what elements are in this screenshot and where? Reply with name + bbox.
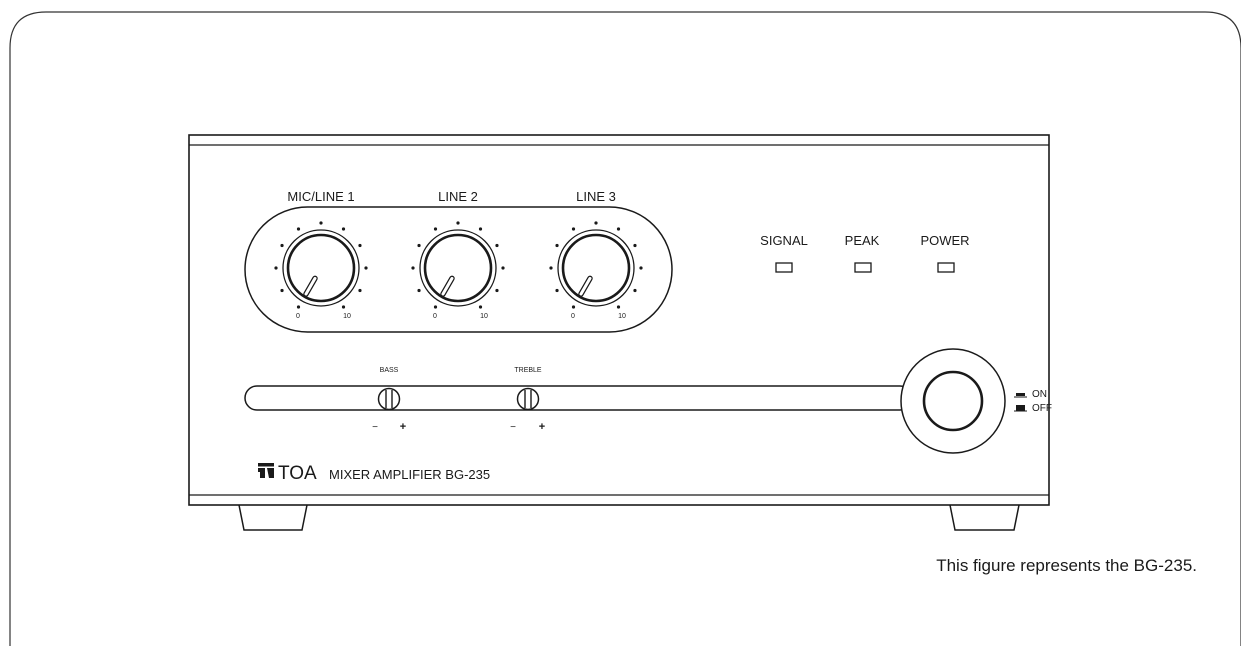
- scale-dot: [456, 221, 460, 225]
- toa-logo-icon: [258, 463, 274, 478]
- tone-control-panel: [244, 385, 913, 411]
- scale-dot: [495, 243, 499, 248]
- scale-dot: [633, 243, 637, 248]
- scale-dot: [433, 305, 438, 309]
- knob-pointer-inner: [441, 276, 454, 296]
- signal-led: [775, 262, 793, 273]
- treble-minus-label: −: [510, 422, 516, 433]
- scale-dot: [495, 288, 499, 293]
- right-foot: [949, 504, 1020, 531]
- power-led: [937, 262, 955, 273]
- scale-dot: [319, 221, 323, 225]
- on-position-icon: [1014, 393, 1027, 398]
- scale-dot: [296, 227, 301, 231]
- scale-dot: [358, 243, 362, 248]
- scale-dot: [555, 288, 559, 293]
- figure-frame: [9, 11, 1241, 646]
- volume-knob-panel: [244, 206, 673, 333]
- channel-label-2: LINE 2: [438, 189, 478, 204]
- scale-dot: [571, 305, 576, 309]
- scale-max-label: 10: [618, 313, 626, 320]
- knob-pointer-inner: [304, 276, 317, 296]
- scale-min-label: 0: [433, 313, 437, 320]
- scale-dot: [501, 266, 505, 270]
- treble-plus-label: +: [539, 421, 545, 433]
- power-switch-button[interactable]: [922, 370, 984, 432]
- knob-cap: [561, 233, 631, 303]
- scale-dot: [417, 288, 421, 293]
- off-label: OFF: [1032, 403, 1052, 414]
- scale-dot: [478, 305, 483, 309]
- knob-cap: [423, 233, 493, 303]
- scale-dot: [639, 266, 643, 270]
- scale-dot: [417, 243, 421, 248]
- scale-dot: [296, 305, 301, 309]
- left-foot: [238, 504, 308, 531]
- scale-max-label: 10: [480, 313, 488, 320]
- power-indicator-label: POWER: [920, 233, 969, 248]
- scale-dot: [555, 243, 559, 248]
- peak-indicator-label: PEAK: [845, 233, 880, 248]
- scale-max-label: 10: [343, 313, 351, 320]
- bass-plus-label: +: [400, 421, 406, 433]
- scale-dot: [358, 288, 362, 293]
- volume-knobs: 0 10 0 10 0 10: [274, 221, 643, 320]
- peak-led: [854, 262, 872, 273]
- bass-label: BASS: [380, 367, 399, 374]
- model-name: MIXER AMPLIFIER BG-235: [329, 467, 490, 482]
- channel-label-3: LINE 3: [576, 189, 616, 204]
- volume-knob-2[interactable]: 0 10: [411, 221, 505, 320]
- figure-caption: This figure represents the BG-235.: [936, 556, 1197, 575]
- on-label: ON: [1032, 389, 1047, 400]
- scale-dot: [594, 221, 598, 225]
- scale-dot: [274, 266, 278, 270]
- scale-min-label: 0: [571, 313, 575, 320]
- scale-dot: [341, 227, 346, 231]
- scale-dot: [616, 305, 621, 309]
- scale-dot: [433, 227, 438, 231]
- power-switch-ring: [900, 348, 1006, 454]
- knob-pointer-inner: [579, 276, 592, 296]
- scale-min-label: 0: [296, 313, 300, 320]
- scale-dot: [633, 288, 637, 293]
- scale-dot: [411, 266, 415, 270]
- scale-dot: [364, 266, 368, 270]
- scale-dot: [549, 266, 553, 270]
- treble-knob[interactable]: [516, 387, 540, 411]
- scale-dot: [571, 227, 576, 231]
- volume-knob-1[interactable]: 0 10: [274, 221, 368, 320]
- treble-label: TREBLE: [514, 367, 542, 374]
- scale-dot: [280, 243, 284, 248]
- scale-dot: [341, 305, 346, 309]
- knob-cap: [286, 233, 356, 303]
- volume-knob-3[interactable]: 0 10: [549, 221, 643, 320]
- signal-indicator-label: SIGNAL: [760, 233, 808, 248]
- amplifier-body: [188, 134, 1050, 506]
- scale-dot: [478, 227, 483, 231]
- scale-dot: [616, 227, 621, 231]
- bass-knob[interactable]: [377, 387, 401, 411]
- channel-label-1: MIC/LINE 1: [287, 189, 354, 204]
- off-position-icon: [1014, 405, 1027, 412]
- scale-dot: [280, 288, 284, 293]
- brand-logo-text: TOA: [278, 463, 317, 484]
- bass-minus-label: −: [372, 422, 378, 433]
